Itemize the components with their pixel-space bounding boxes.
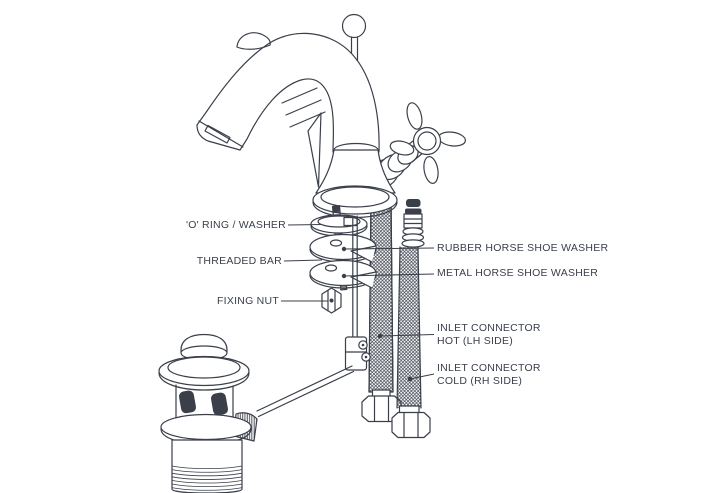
faucet-base	[312, 185, 398, 219]
drain-body	[171, 439, 243, 493]
leader-threaded-bar	[283, 259, 323, 262]
cold-hose-nut	[391, 411, 431, 439]
label-inlet-hot-line2: HOT (LH SIDE)	[437, 335, 513, 347]
drain-waste	[158, 333, 258, 493]
hot-hose	[361, 197, 402, 423]
label-metal-horseshoe-washer: METAL HORSE SHOE WASHER	[437, 266, 599, 279]
cross-handle	[389, 102, 467, 184]
o-ring-washer-drawing	[310, 214, 368, 237]
rod-clamp	[344, 336, 371, 371]
faucet-body	[315, 142, 396, 194]
label-inlet-cold-line2: COLD (RH SIDE)	[437, 375, 523, 387]
drain-flange	[158, 355, 250, 387]
label-fixing-nut: FIXING NUT	[217, 294, 279, 307]
leader-o-ring	[287, 223, 323, 226]
leader-metal-washer	[343, 273, 435, 277]
cold-inlet-connector	[401, 199, 425, 248]
label-inlet-connector-hot: INLET CONNECTOR HOT (LH SIDE)	[437, 322, 541, 348]
cold-hose	[391, 246, 431, 439]
pop-up-rod	[352, 215, 358, 338]
drain-collar	[160, 413, 252, 441]
label-inlet-cold-line1: INLET CONNECTOR	[437, 362, 541, 374]
label-rubber-horseshoe-washer: RUBBER HORSE SHOE WASHER	[437, 241, 609, 254]
leader-lines	[281, 223, 435, 382]
faucet-spout	[196, 32, 380, 188]
leader-inlet-cold	[409, 373, 435, 380]
leader-inlet-hot	[379, 333, 435, 337]
label-o-ring-washer: 'O' RING / WASHER	[185, 218, 286, 231]
label-inlet-hot-line1: INLET CONNECTOR	[437, 322, 541, 334]
linkage-rod	[256, 365, 355, 418]
leader-rubber-washer	[343, 247, 435, 250]
label-threaded-bar: THREADED BAR	[196, 254, 282, 267]
label-inlet-connector-cold: INLET CONNECTOR COLD (RH SIDE)	[437, 362, 541, 388]
